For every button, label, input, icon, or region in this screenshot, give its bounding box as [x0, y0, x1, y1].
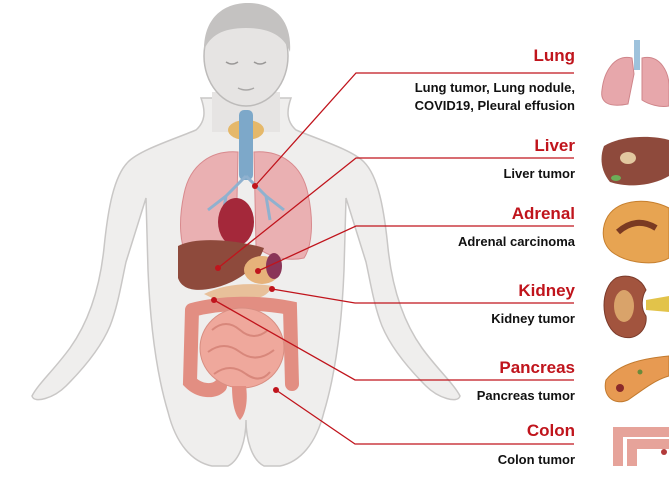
colon-icon	[618, 432, 669, 466]
lung-marker-dot	[252, 183, 258, 189]
liver-description-line-1: Liver tumor	[503, 165, 575, 183]
adrenal-description-line-1: Adrenal carcinoma	[458, 233, 575, 251]
lung-description-line-1: Lung tumor, Lung nodule,	[415, 79, 575, 97]
lung-title: Lung	[533, 46, 575, 66]
colon-description-line-1: Colon tumor	[498, 451, 575, 469]
lung-description-line-2: COVID19, Pleural effusion	[415, 97, 575, 115]
trachea	[239, 110, 253, 180]
colon-description: Colon tumor	[498, 451, 575, 469]
lung-description: Lung tumor, Lung nodule, COVID19, Pleura…	[415, 79, 575, 115]
colon-marker-dot	[273, 387, 279, 393]
colon-title: Colon	[527, 421, 575, 441]
pancreas-marker-dot	[211, 297, 217, 303]
lungs-icon	[602, 40, 669, 107]
adrenal-title: Adrenal	[512, 204, 575, 224]
adrenal-description: Adrenal carcinoma	[458, 233, 575, 251]
adrenal-marker-dot	[255, 268, 261, 274]
kidney-icon	[604, 276, 669, 337]
liver-title: Liver	[534, 136, 575, 156]
pancreas-description-line-1: Pancreas tumor	[477, 387, 575, 405]
heart	[218, 198, 254, 246]
liver-icon	[602, 137, 669, 185]
kidney-title: Kidney	[518, 281, 575, 301]
pancreas-title: Pancreas	[499, 358, 575, 378]
liver-marker-dot	[215, 265, 221, 271]
liver-description: Liver tumor	[503, 165, 575, 183]
pancreas-icon	[605, 356, 669, 402]
kidney-description: Kidney tumor	[491, 310, 575, 328]
pancreas-description: Pancreas tumor	[477, 387, 575, 405]
kidney-description-line-1: Kidney tumor	[491, 310, 575, 328]
adrenal-gland-icon	[603, 201, 669, 263]
kidney-marker-dot	[269, 286, 275, 292]
organ-icon-column	[602, 40, 669, 466]
